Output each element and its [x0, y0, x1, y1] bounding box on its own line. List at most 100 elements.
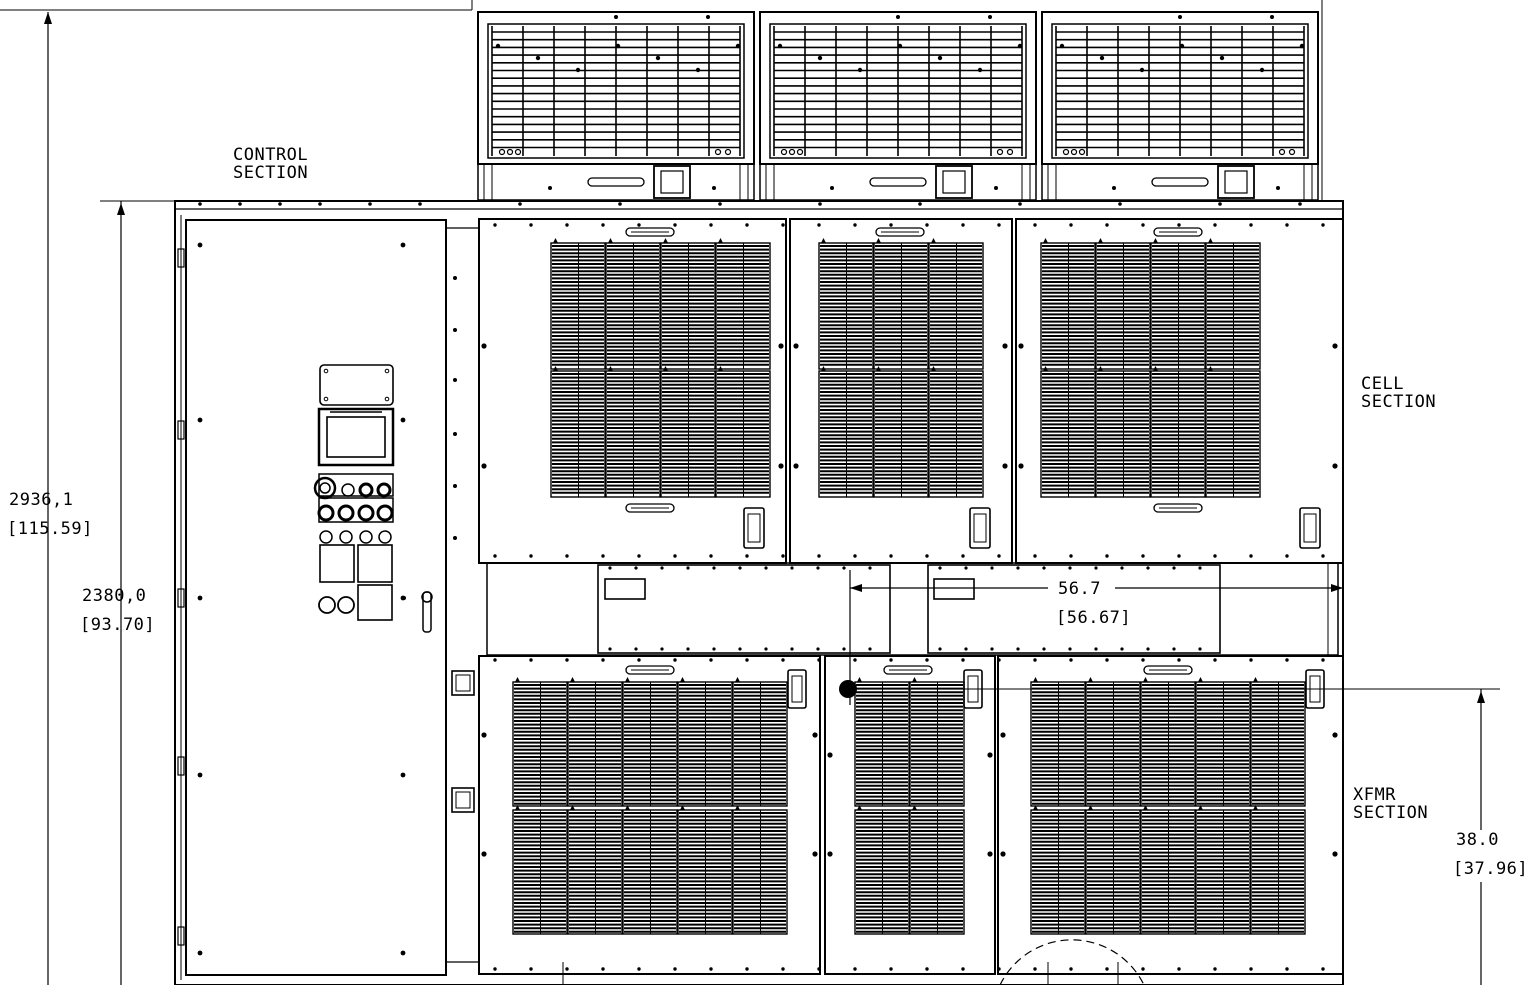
louver-grille: [550, 238, 771, 498]
xfmr-door-bolt: [1332, 732, 1338, 738]
door-handle: [875, 227, 925, 237]
plinth-slot: [1151, 177, 1209, 187]
louver-tab: [735, 677, 740, 682]
rail-bolt: [318, 202, 322, 206]
cell-door-bolt: [493, 554, 497, 558]
filter-fastener: [1070, 148, 1078, 156]
rail-bolt: [918, 202, 922, 206]
xfmr-door-bolt: [565, 658, 569, 662]
rail-bolt: [818, 202, 822, 206]
push-button: [357, 504, 375, 522]
control-section-label: CONTROL SECTION: [233, 145, 308, 183]
door-hinge: [177, 926, 185, 946]
louver-tab: [608, 238, 613, 243]
xfmr-door-bolt: [1105, 967, 1109, 971]
louver-tab: [1153, 366, 1158, 371]
door-latch: [969, 507, 991, 549]
filter-fastener: [506, 148, 514, 156]
transition-bolt: [660, 647, 664, 651]
svg-text:[93.70]: [93.70]: [80, 615, 155, 635]
xfmr-door-bolt: [1069, 658, 1073, 662]
xfmr-door-bolt: [673, 967, 677, 971]
xfmr-door-bolt: [1141, 658, 1145, 662]
cabinet-height-dimension: 2380,0 [93.70]: [80, 586, 155, 635]
louver-tab: [876, 366, 881, 371]
transition-bolt: [1068, 647, 1072, 651]
door-latch-insert: [1303, 513, 1317, 543]
louver-tab: [1208, 238, 1213, 243]
filter-fastener: [788, 148, 796, 156]
indicator-box: [357, 544, 393, 583]
svg-text:2380,0: 2380,0: [82, 586, 146, 606]
cell-door-bolt: [778, 343, 784, 349]
transition-bolt: [964, 566, 968, 570]
xfmr-door-bolt: [529, 658, 533, 662]
transition-bolt: [686, 566, 690, 570]
transition-bolt: [1198, 647, 1202, 651]
door-bolt: [197, 242, 203, 248]
filter-bolt: [1219, 55, 1225, 61]
louver-tab: [625, 677, 630, 682]
xfmr-door-bolt: [812, 851, 818, 857]
transition-panel-left: [597, 564, 891, 654]
plinth-slot: [869, 177, 927, 187]
side-connector-inner: [455, 674, 471, 692]
cell-door-bolt: [1285, 554, 1289, 558]
louver-grille: [1040, 238, 1261, 498]
cell-door-bolt: [1321, 223, 1325, 227]
cell-door-bolt: [1105, 223, 1109, 227]
louver-tab: [1143, 805, 1148, 810]
transition-bolt: [964, 647, 968, 651]
door-handle: [625, 503, 675, 513]
xfmr-door-bolt: [1141, 967, 1145, 971]
transition-bolt: [842, 566, 846, 570]
cell-door-bolt: [1141, 223, 1145, 227]
rail-bolt: [418, 202, 422, 206]
unit-plinth: [759, 163, 1037, 201]
louver-tab: [1088, 677, 1093, 682]
transition-bolt: [608, 647, 612, 651]
frame-bolt: [453, 536, 457, 540]
door-hinge: [177, 248, 185, 268]
door-hinge: [177, 756, 185, 776]
cell-door-bolt: [493, 223, 497, 227]
transition-bolt: [738, 566, 742, 570]
transition-bolt: [712, 647, 716, 651]
cell-door-bolt: [529, 223, 533, 227]
cell-door-bolt: [1033, 554, 1037, 558]
filter-fastener: [796, 148, 804, 156]
filter-fastener: [498, 148, 506, 156]
pilot-light: [376, 482, 392, 498]
cell-door-bolt: [637, 554, 641, 558]
filter-fastener: [1288, 148, 1296, 156]
filter-fastener: [1006, 148, 1014, 156]
transition-frame: [486, 562, 1339, 656]
top-filter-unit: [477, 11, 755, 201]
transition-bolt: [1042, 647, 1046, 651]
cell-door-bolt: [781, 554, 785, 558]
louver-tab: [1098, 238, 1103, 243]
main-cabinet-outline: [174, 200, 1344, 985]
door-handle: [1143, 665, 1193, 675]
xfmr-door-bolt: [817, 967, 821, 971]
frame-bolt: [453, 432, 457, 436]
xfmr-door-bolt: [673, 658, 677, 662]
rail-bolt: [198, 202, 202, 206]
xfmr-door-bolt: [889, 658, 893, 662]
cell-door-bolt: [673, 554, 677, 558]
xfmr-door-bolt: [493, 967, 497, 971]
louver-tab: [718, 366, 723, 371]
door-latch-insert: [973, 513, 987, 543]
louver-tab: [857, 805, 862, 810]
filter-bolt: [1099, 55, 1105, 61]
louver-grille: [818, 238, 984, 498]
xfmr-door-left: [478, 655, 821, 975]
rail-bolt: [1118, 202, 1122, 206]
xfmr-door-bolt: [1285, 658, 1289, 662]
cabinet-height-arrowhead: [117, 203, 125, 215]
svg-text:[56.67]: [56.67]: [1056, 608, 1131, 628]
louver-tab: [821, 366, 826, 371]
cell-door-bolt: [1018, 343, 1024, 349]
louver-tab: [515, 805, 520, 810]
cell-door-bolt: [709, 223, 713, 227]
